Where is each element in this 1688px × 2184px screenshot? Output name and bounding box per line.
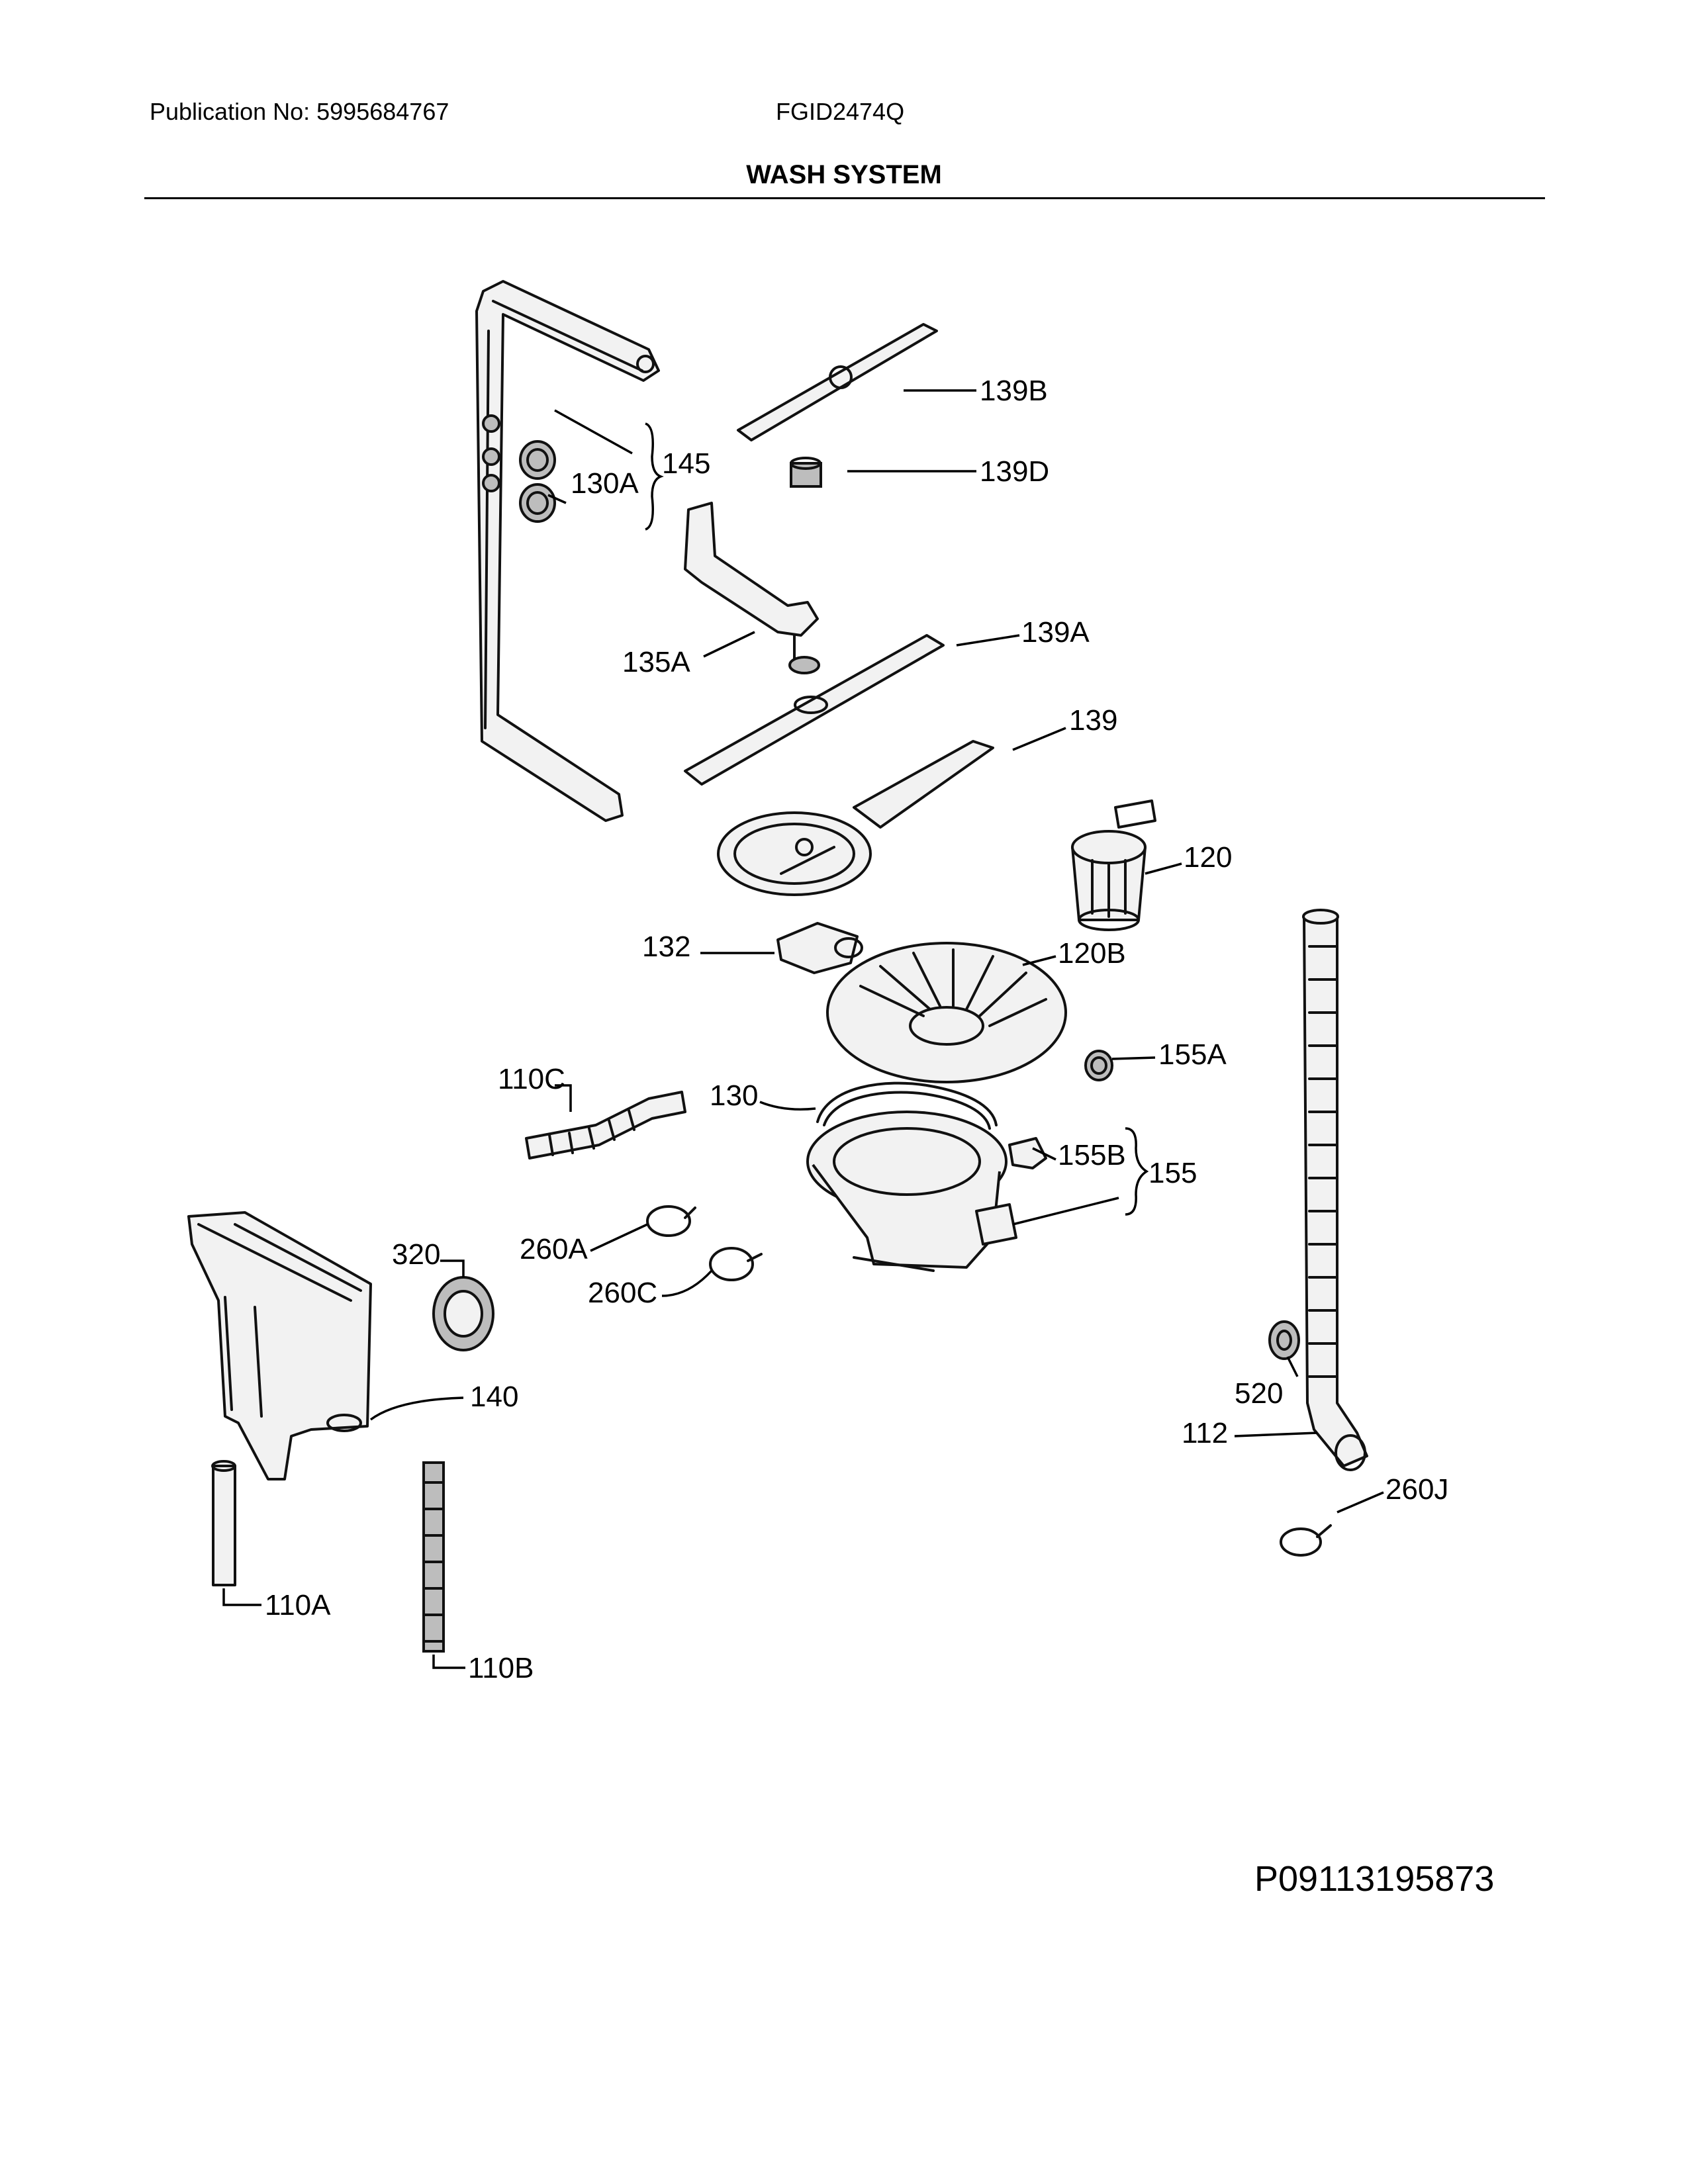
callout-139D: 139D <box>980 455 1049 488</box>
callout-labels: 139B 139D 145 130A 135A 139A 139 120 132… <box>265 375 1448 1684</box>
part-260A-clamp <box>646 1205 696 1237</box>
model-number: FGID2474Q <box>776 98 905 125</box>
callout-120B: 120B <box>1058 937 1126 970</box>
part-139D-nut <box>790 457 822 488</box>
callout-130A: 130A <box>571 467 639 500</box>
callout-139: 139 <box>1069 704 1117 737</box>
callout-260A: 260A <box>520 1233 588 1265</box>
callout-120: 120 <box>1184 841 1232 874</box>
part-120B-coarse-filter <box>826 942 1067 1083</box>
callout-260C: 260C <box>588 1277 657 1309</box>
part-135A-arm-holder <box>684 502 820 674</box>
drawing-code: P09113195873 <box>1254 1859 1495 1899</box>
callout-155: 155 <box>1149 1157 1197 1189</box>
part-145-feed-tube <box>475 280 660 822</box>
callout-145: 145 <box>662 447 710 480</box>
header-rule <box>144 197 1545 199</box>
part-130A-seals <box>519 440 556 523</box>
part-139B-upper-spray-arm <box>737 323 938 441</box>
callout-260J: 260J <box>1385 1473 1448 1506</box>
part-320-seal <box>432 1276 494 1351</box>
part-110A-tube <box>211 1460 236 1586</box>
part-155-sump <box>806 1111 1047 1272</box>
part-260C-clamp <box>709 1247 763 1281</box>
callout-112: 112 <box>1182 1417 1228 1449</box>
publication-number: Publication No: 5995684767 <box>150 98 449 125</box>
callout-135A: 135A <box>622 646 690 678</box>
part-139A-middle-spray-arm <box>684 634 945 786</box>
callout-139A: 139A <box>1021 616 1090 649</box>
leader-lines <box>222 389 1384 1669</box>
callout-110C: 110C <box>498 1063 565 1095</box>
callout-320: 320 <box>392 1238 440 1271</box>
part-120-filter <box>1071 799 1156 931</box>
part-132-support <box>776 922 863 974</box>
callout-130: 130 <box>710 1079 758 1112</box>
part-520-clip <box>1268 1320 1300 1360</box>
callout-139B: 139B <box>980 375 1048 407</box>
callout-520: 520 <box>1235 1377 1283 1410</box>
callout-110B: 110B <box>468 1652 534 1684</box>
part-110B-hose <box>422 1461 445 1653</box>
callout-140: 140 <box>470 1381 518 1413</box>
part-140-supply-unit <box>187 1211 372 1480</box>
callout-132: 132 <box>642 931 690 963</box>
part-112-drain-hose <box>1302 909 1368 1471</box>
page-title: WASH SYSTEM <box>746 160 942 189</box>
callout-155A: 155A <box>1158 1038 1227 1071</box>
part-130-gasket <box>816 1081 998 1130</box>
callout-155B: 155B <box>1058 1139 1126 1171</box>
part-260J-clamp <box>1280 1524 1332 1557</box>
callout-110A: 110A <box>265 1589 331 1621</box>
part-155A-fitting <box>1084 1050 1113 1081</box>
part-110C-hose <box>525 1091 686 1160</box>
part-139-lower-spray-arm <box>717 740 994 896</box>
